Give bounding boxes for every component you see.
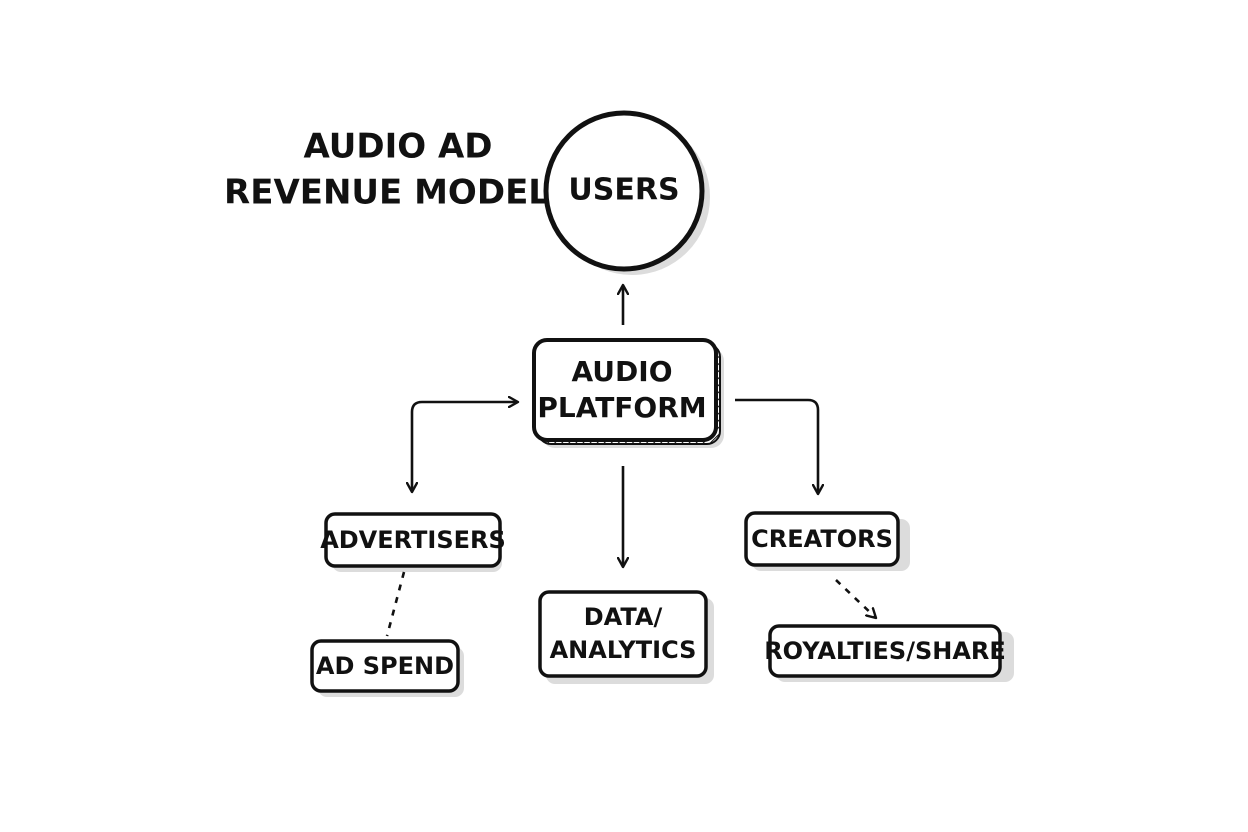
royalties-share-node-box xyxy=(768,624,1002,678)
dashed-advertisers-to-ad-spend xyxy=(385,571,406,637)
dashed-creators-to-royalties xyxy=(835,579,876,618)
data-analytics-node: DATA/ ANALYTICS xyxy=(538,590,714,684)
data-analytics-label-line-2: ANALYTICS xyxy=(550,636,697,664)
creators-label: CREATORS xyxy=(751,525,893,553)
data-analytics-node-box xyxy=(538,590,708,678)
arrow-platform-to-creators xyxy=(735,398,818,494)
platform-node-box xyxy=(532,338,718,442)
diagram-title: AUDIO AD REVENUE MODEL xyxy=(224,127,550,213)
users-label: USERS xyxy=(568,173,679,208)
users-node: USERS xyxy=(543,110,710,275)
creators-node-box xyxy=(744,511,900,567)
ad-spend-node: AD SPEND xyxy=(310,639,464,697)
users-node-circle xyxy=(543,110,705,272)
data-analytics-label-line-1: DATA/ xyxy=(584,603,663,631)
ad-spend-label: AD SPEND xyxy=(316,652,454,680)
platform-label-line-2: PLATFORM xyxy=(537,391,706,424)
title-line-1: AUDIO AD xyxy=(303,127,492,167)
platform-node: AUDIO PLATFORM xyxy=(532,338,724,448)
advertisers-node: ADVERTISERS xyxy=(320,512,506,572)
platform-label-line-1: AUDIO xyxy=(571,355,672,388)
ad-spend-node-box xyxy=(310,639,460,693)
advertisers-label: ADVERTISERS xyxy=(320,526,506,554)
royalties-share-label: ROYALTIES/SHARE xyxy=(764,637,1006,665)
title-line-2: REVENUE MODEL xyxy=(224,173,550,213)
creators-node: CREATORS xyxy=(744,511,910,571)
advertisers-node-box xyxy=(324,512,502,568)
arrow-advertisers-platform xyxy=(412,402,518,492)
royalties-share-node: ROYALTIES/SHARE xyxy=(764,624,1014,682)
